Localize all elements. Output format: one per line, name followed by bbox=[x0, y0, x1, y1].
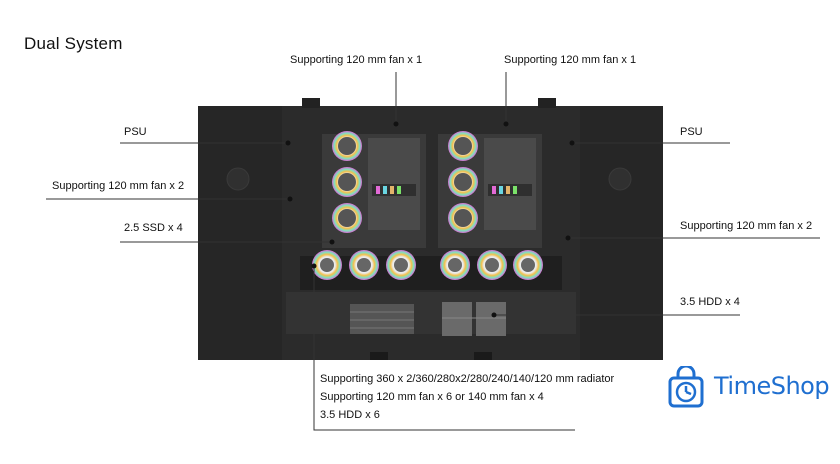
right-vertical-fans bbox=[448, 131, 478, 233]
bottom-fans bbox=[312, 250, 543, 280]
left-vent bbox=[226, 167, 250, 191]
lower-section bbox=[286, 292, 576, 334]
label-top-left-fan: Supporting 120 mm fan x 1 bbox=[290, 54, 423, 66]
label-psu-right: PSU bbox=[680, 126, 703, 138]
label-bottom-fans: Supporting 120 mm fan x 6 or 140 mm fan … bbox=[320, 391, 544, 403]
right-hdd-cage bbox=[442, 302, 472, 336]
left-side-panel bbox=[198, 106, 282, 360]
label-top-right-fan: Supporting 120 mm fan x 1 bbox=[504, 54, 637, 66]
logo-text: TimeShop bbox=[714, 372, 830, 400]
label-right-fan-x2: Supporting 120 mm fan x 2 bbox=[680, 220, 813, 232]
right-vent bbox=[608, 167, 632, 191]
label-hdd-right: 3.5 HDD x 4 bbox=[680, 296, 740, 308]
label-bottom-radiator: Supporting 360 x 2/360/280x2/280/240/140… bbox=[320, 373, 615, 385]
label-ssd: 2.5 SSD x 4 bbox=[124, 222, 183, 234]
label-bottom-hdd: 3.5 HDD x 6 bbox=[320, 409, 380, 421]
right-side-panel bbox=[580, 106, 663, 360]
label-left-fan-x2: Supporting 120 mm fan x 2 bbox=[52, 180, 185, 192]
label-psu-left: PSU bbox=[124, 126, 147, 138]
page-title: Dual System bbox=[24, 34, 123, 53]
left-hdd-cage bbox=[350, 304, 414, 334]
clock-bag-icon bbox=[668, 366, 704, 408]
left-vertical-fans bbox=[332, 131, 362, 233]
